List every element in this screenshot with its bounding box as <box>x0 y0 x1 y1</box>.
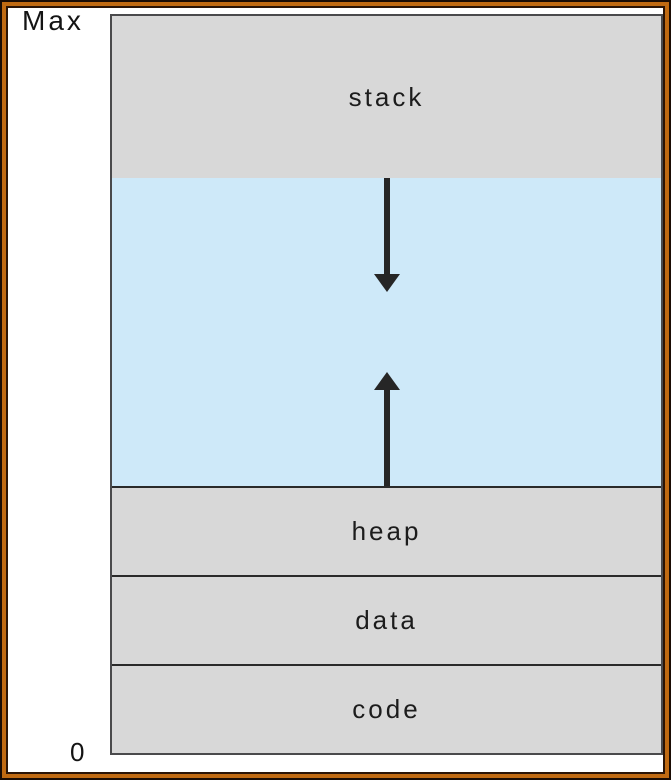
code-section: code <box>112 664 661 753</box>
frame-inner-border: Max 0 stack <box>6 5 665 774</box>
process-memory-box: stack heap <box>110 14 663 755</box>
down-arrow-icon <box>373 178 400 292</box>
heap-section-label: heap <box>351 516 422 546</box>
data-section-label: data <box>355 605 418 635</box>
data-section: data <box>112 575 661 664</box>
code-section-label: code <box>352 694 421 724</box>
diagram-canvas: Max 0 stack <box>8 5 663 772</box>
stack-section: stack <box>112 16 661 178</box>
heap-section: heap <box>112 486 661 575</box>
stack-section-label: stack <box>348 81 425 112</box>
free-space-section <box>112 178 661 486</box>
max-address-label: Max <box>22 5 84 36</box>
up-arrow-icon <box>373 372 400 486</box>
zero-address-label: 0 <box>70 737 86 767</box>
